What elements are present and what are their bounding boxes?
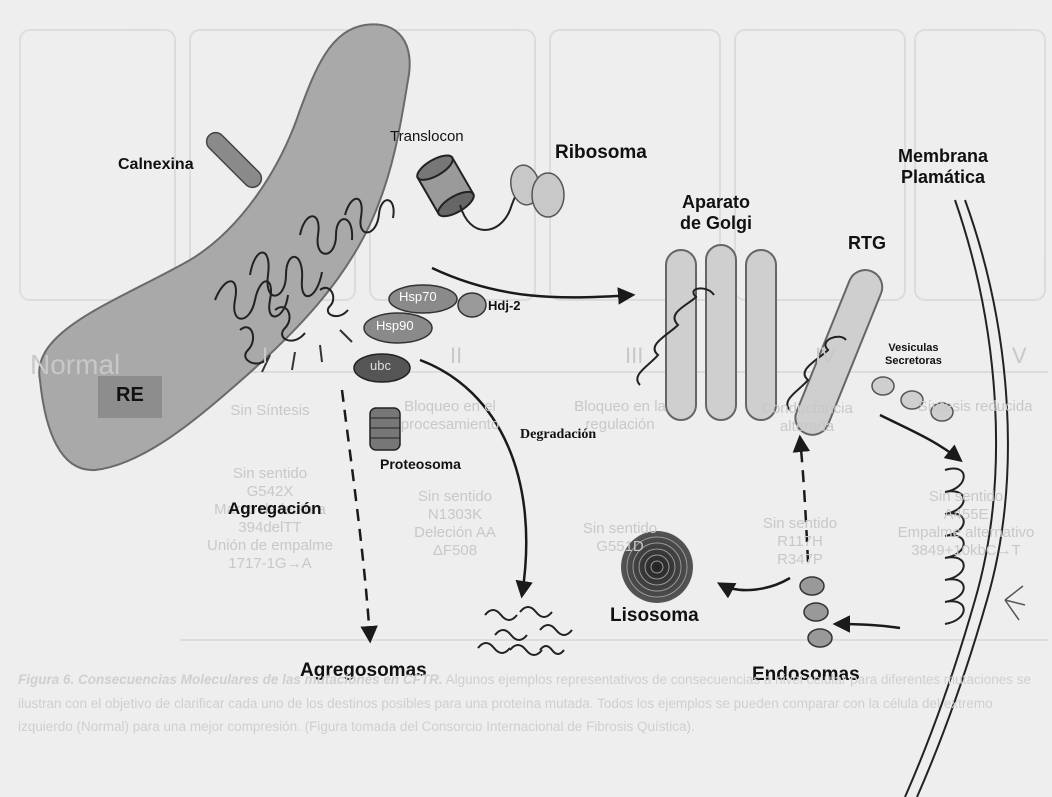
ghost-row2-cell: Sin sentido G542X Marco de lectura 394de…	[185, 465, 355, 573]
plasma-membrane-label: Membrana Plamática	[898, 146, 988, 187]
hdj2-label: Hdj-2	[488, 299, 521, 314]
ghost-column-1: I	[262, 343, 268, 369]
ghost-column-3: III	[625, 343, 643, 369]
ghost-row2-cell: Sin sentido R117H R347P	[745, 515, 855, 569]
proteasome-label: Proteosoma	[380, 456, 461, 472]
ubc-label: ubc	[370, 359, 391, 374]
translocon-label: Translocon	[390, 128, 464, 145]
calnexin-label: Calnexina	[118, 156, 194, 174]
degraded-peptides	[478, 607, 572, 655]
endosomes-shape	[800, 577, 832, 647]
hdj2-shape	[458, 293, 486, 317]
aggregation-label: Agregación	[228, 499, 322, 519]
ghost-column-2: II	[450, 343, 462, 369]
ghost-row1-cell: Conductancia alterada	[742, 400, 872, 436]
ghost-column-5: V	[1012, 343, 1027, 369]
lysosome-label: Lisosoma	[610, 605, 699, 627]
ghost-row2-cell: Sin sentido A455E Empalme alternativo 38…	[885, 488, 1047, 560]
degradation-label: Degradación	[520, 427, 596, 443]
translocon-shape	[414, 151, 478, 221]
membrane-branch	[1005, 586, 1025, 620]
ghost-row1-cell: Bloqueo en el procesamiento	[385, 398, 515, 434]
golgi-shape	[666, 245, 776, 420]
secretory-vesicles-label: Vesiculas Secretoras	[885, 342, 942, 367]
calnexin-shape	[203, 129, 265, 191]
ghost-row1-cell: Sin Síntesis	[210, 402, 330, 420]
re-label: RE	[116, 384, 144, 407]
hsp70-label: Hsp70	[399, 290, 437, 305]
ghost-row2-cell: Sin sentido G551D	[565, 520, 675, 556]
ghost-row-label: Normal	[30, 348, 120, 382]
ghost-row2-cell: Sin sentido N1303K Deleción AA ΔF508	[400, 488, 510, 560]
rtg-label: RTG	[848, 233, 886, 254]
ghost-column-4: IV	[815, 343, 836, 369]
ghost-row1-cell: Síntesis reducida	[915, 398, 1035, 416]
caption-figure-label: Figura 6. Consecuencias Moleculares de l…	[18, 672, 443, 687]
hsp90-label: Hsp90	[376, 319, 414, 334]
ribosome-label: Ribosoma	[555, 142, 647, 164]
figure-caption: Figura 6. Consecuencias Moleculares de l…	[18, 668, 1048, 739]
golgi-label: Aparato de Golgi	[680, 192, 752, 233]
